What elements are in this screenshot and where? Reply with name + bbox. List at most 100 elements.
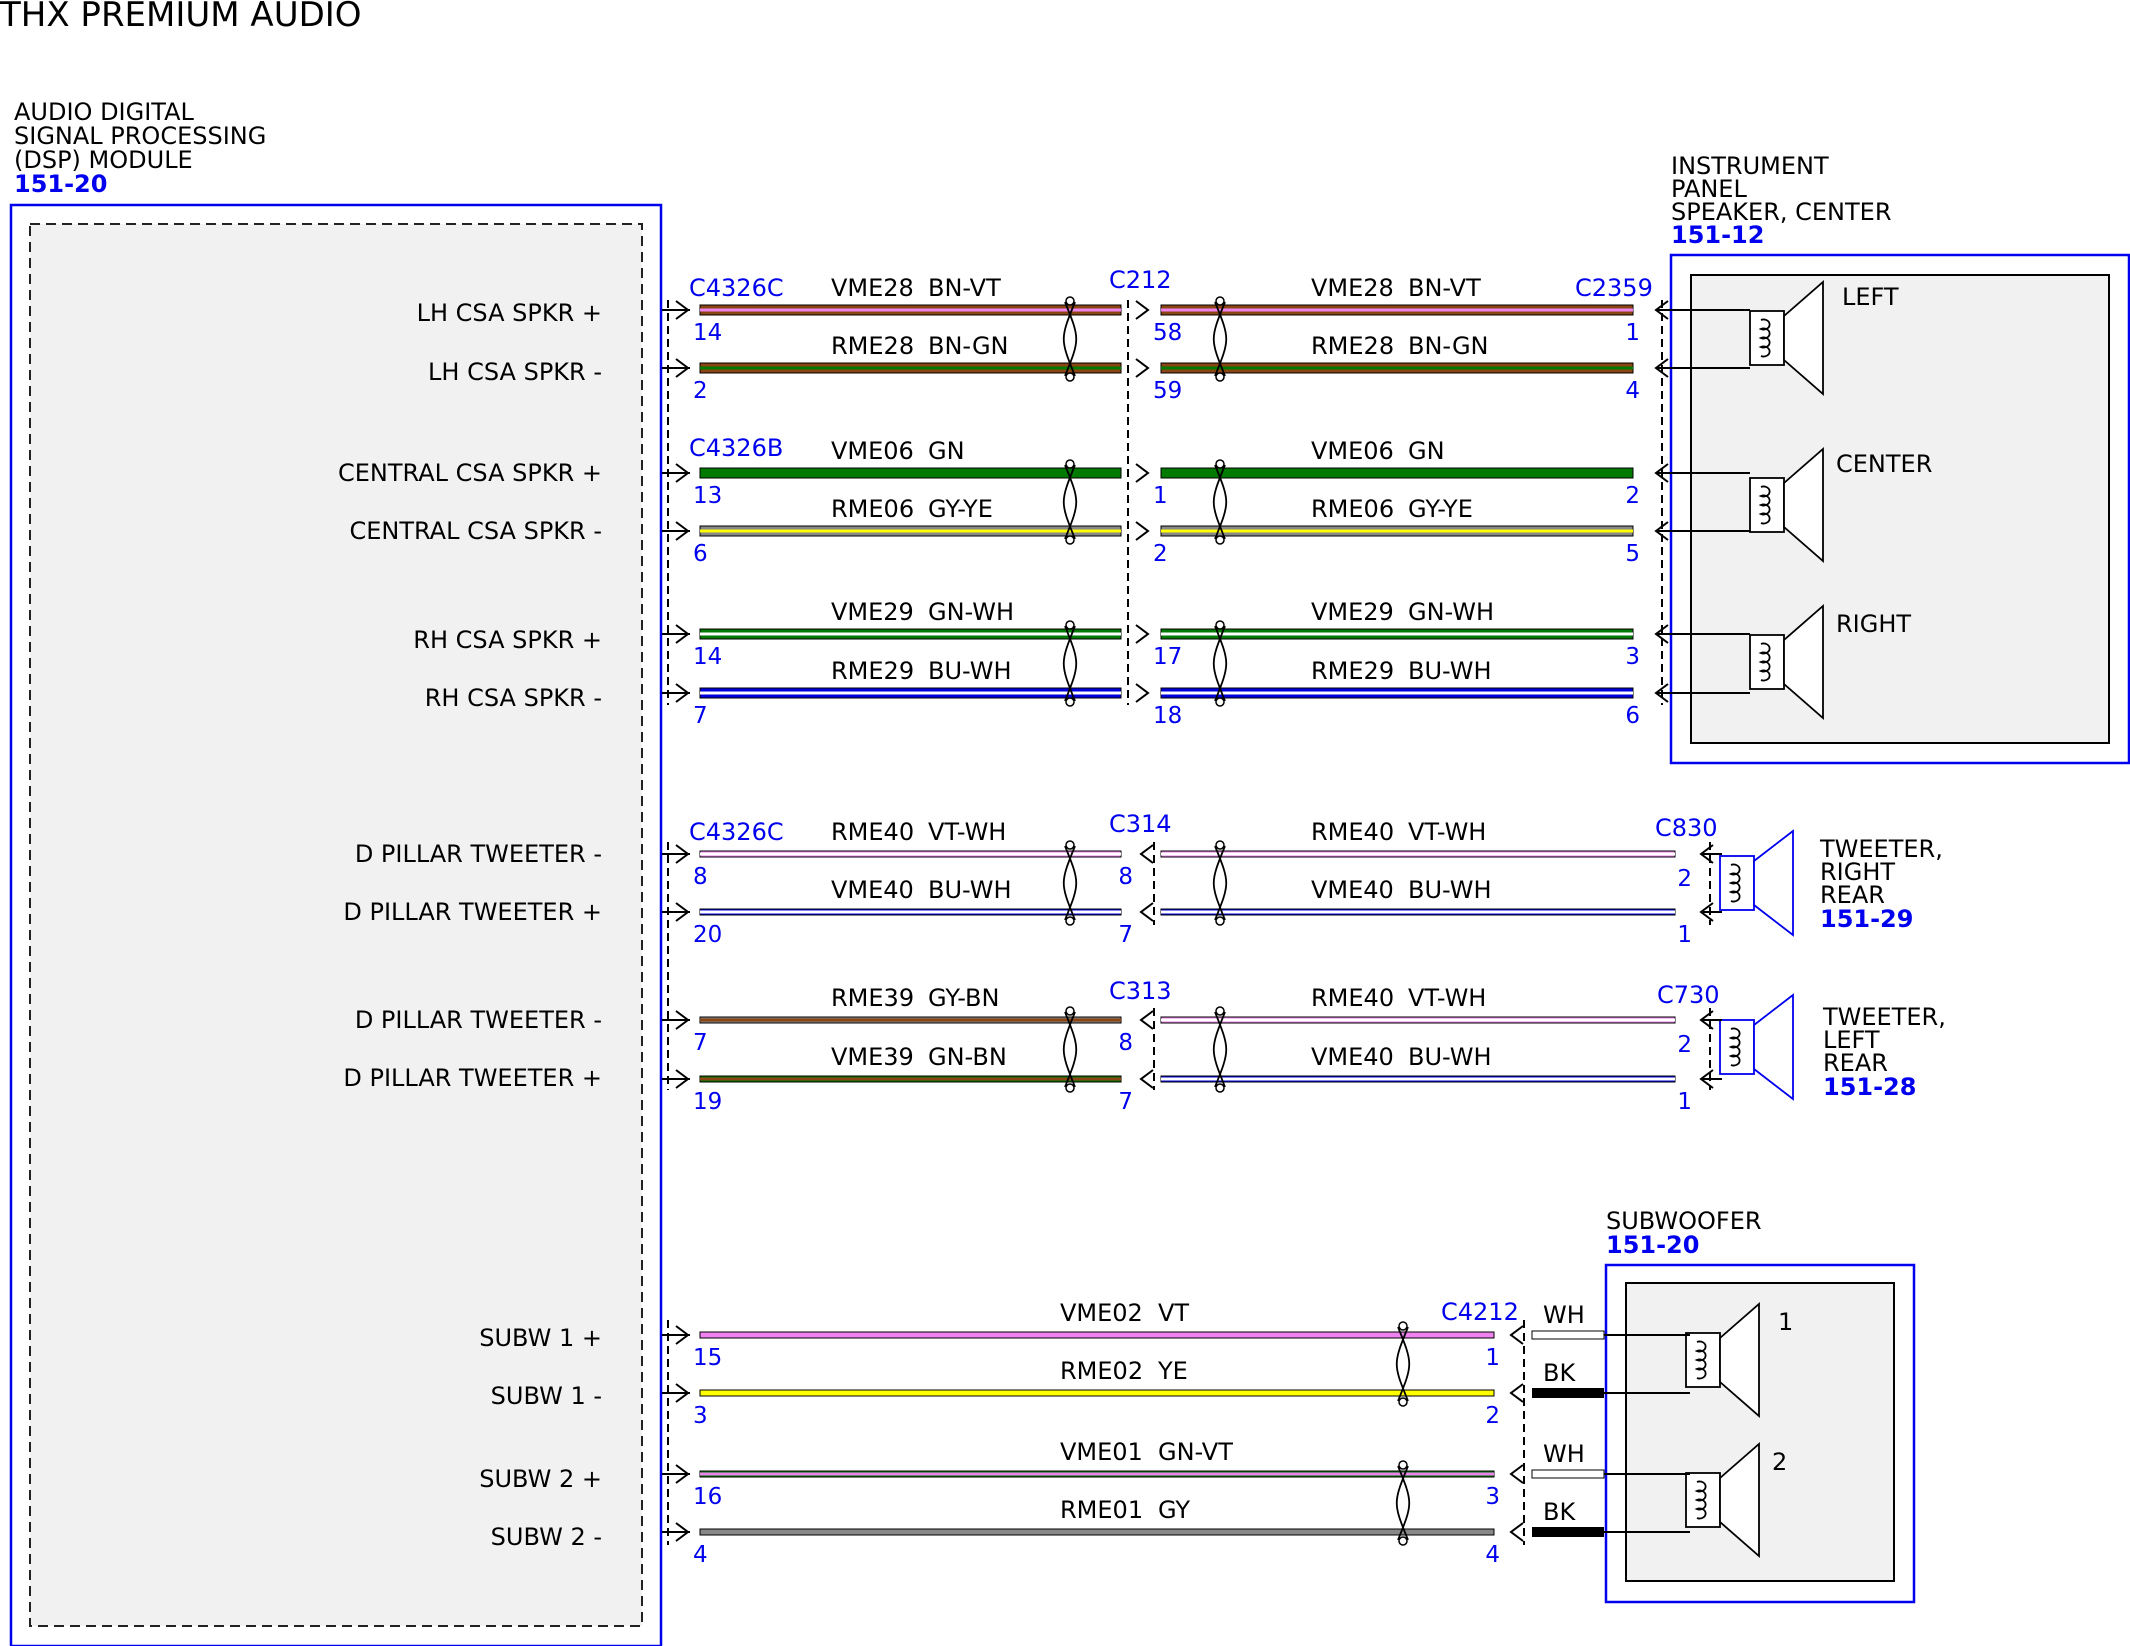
wire-9-circuit-b: RME40 (1311, 984, 1394, 1012)
wire-6-circuit-b: RME29 (1311, 657, 1394, 685)
connector-c314-label: C314 (1109, 810, 1172, 838)
wire-12-pin-b: 2 (1485, 1403, 1500, 1429)
wire-14-arrow-module (675, 1522, 690, 1542)
tweeter-left-line-2: LEFT (1823, 1026, 1880, 1054)
subwoofer: SUBWOOFER 151-20 1 2 (1604, 1207, 1916, 1604)
wire-11-pigtail (1531, 1330, 1605, 1340)
wire-1-arrow-module (675, 300, 690, 320)
dsp-pin-2-label: LH CSA SPKR - (428, 358, 602, 386)
dsp-module-inner (29, 223, 643, 1627)
wire-5-segment-a (699, 628, 1122, 640)
wire-5-arrow-module (675, 624, 690, 644)
twisted-pair-a-1 (1062, 296, 1078, 382)
tweeter-right-line-3: REAR (1820, 881, 1885, 909)
wire-8-pin-b: 7 (1118, 922, 1133, 948)
wire-5-color-a: GN-WH (928, 598, 1014, 626)
wire-8-circuit-a: VME40 (831, 876, 914, 904)
wire-1-color-b: BN-VT (1408, 274, 1481, 302)
wire-2-circuit-a: RME28 (831, 332, 914, 360)
wire-6-segment-a (699, 687, 1122, 699)
tweeter-right-icon (1719, 830, 1794, 936)
wire-12-pigtail-label: BK (1543, 1359, 1576, 1387)
wire-11-pin-b: 1 (1485, 1345, 1500, 1371)
wire-5-arrow-inline (1135, 624, 1150, 644)
wire-12-arrow-sub (1509, 1383, 1524, 1403)
wire-7-pin-c: 2 (1677, 866, 1692, 892)
wire-6-pin-a: 7 (693, 703, 708, 729)
wire-1-color-a: BN-VT (928, 274, 1001, 302)
wire-2-color-b: BN-GN (1408, 332, 1489, 360)
wire-9-pin-c: 2 (1677, 1032, 1692, 1058)
twisted-pair-b-3 (1212, 620, 1228, 707)
wire-6-color-b: BU-WH (1408, 657, 1492, 685)
wire-13-segment (699, 1470, 1495, 1478)
dsp-pin-4-label: CENTRAL CSA SPKR - (349, 517, 602, 545)
wire-4-segment-b (1160, 525, 1634, 537)
wire-14-color: GY (1158, 1496, 1190, 1524)
wire-10-circuit-b: VME40 (1311, 1043, 1394, 1071)
wire-3-circuit-a: VME06 (831, 437, 914, 465)
wire-10-segment-a (699, 1075, 1122, 1083)
wire-14-pin-b: 4 (1485, 1542, 1500, 1568)
wire-8-segment-b (1160, 908, 1676, 916)
wire-5-pin-c: 3 (1625, 644, 1640, 670)
twisted-pair-b-2 (1212, 459, 1228, 545)
wire-2-pin-b: 59 (1153, 378, 1182, 404)
wire-6-pin-c: 6 (1625, 703, 1640, 729)
wire-3-pin-a: 13 (693, 483, 722, 509)
dsp-pin-12-label: SUBW 1 - (491, 1382, 602, 1410)
wire-5-color-b: GN-WH (1408, 598, 1494, 626)
wire-9-segment-b (1160, 1016, 1676, 1024)
instrument-panel-speaker: INSTRUMENT PANEL SPEAKER, CENTER 151-12 … (1669, 152, 2130, 765)
tweeter-left-line-3: REAR (1823, 1049, 1888, 1077)
wire-1-circuit-b: VME28 (1311, 274, 1394, 302)
wire-11-arrow-module (675, 1325, 690, 1345)
wire-8-arrow-module (675, 902, 690, 922)
wire-11-pin-a: 15 (693, 1345, 722, 1371)
wire-1-pin-b: 58 (1153, 320, 1182, 346)
wire-9-arrow-module (675, 1010, 690, 1030)
subwoofer-inner (1625, 1282, 1895, 1582)
ip-ref: 151-12 (1671, 221, 1764, 249)
wire-2-pin-a: 2 (693, 378, 708, 404)
wire-3-circuit-b: VME06 (1311, 437, 1394, 465)
wire-1-circuit-a: VME28 (831, 274, 914, 302)
wire-14-pin-a: 4 (693, 1542, 708, 1568)
subwoofer-2-label: 2 (1772, 1448, 1787, 1476)
wire-14-pigtail-label: BK (1543, 1498, 1576, 1526)
dsp-title-line-2: SIGNAL PROCESSING (14, 122, 266, 150)
wire-6-segment-b (1160, 687, 1634, 699)
wire-2-color-a: BN-GN (928, 332, 1009, 360)
tweeter-left-icon (1719, 994, 1794, 1100)
wire-1-pin-c: 1 (1625, 320, 1640, 346)
wire-9-segment-a (699, 1016, 1122, 1024)
wire-10-pin-a: 19 (693, 1089, 722, 1115)
wire-5-pin-b: 17 (1153, 644, 1182, 670)
wire-9-pin-a: 7 (693, 1030, 708, 1056)
wire-11-arrow-sub (1509, 1325, 1524, 1345)
tweeter-left-line-1: TWEETER, (1822, 1003, 1946, 1031)
wire-2-arrow-inline (1135, 358, 1150, 378)
dsp-pin-7-label: D PILLAR TWEETER - (355, 840, 602, 868)
wire-6-arrow-module (675, 683, 690, 703)
twisted-pair-sub-2 (1395, 1460, 1411, 1546)
wire-8-pin-a: 20 (693, 922, 722, 948)
wire-4-arrow-module (675, 521, 690, 541)
wire-4-color-a: GY-YE (928, 495, 993, 523)
connector-c4326b-label: C4326B (689, 434, 783, 462)
wire-2-segment-b (1160, 362, 1634, 374)
tweeter-left-rear: TWEETER, LEFT REAR 151-28 (1719, 994, 1946, 1101)
wire-8-circuit-b: VME40 (1311, 876, 1394, 904)
wire-8-arrow-inline (1139, 902, 1154, 922)
wire-8-color-a: BU-WH (928, 876, 1012, 904)
wire-6-arrow-inline (1135, 683, 1150, 703)
wire-8-segment-a (699, 908, 1122, 916)
wire-9-color-a: GY-BN (928, 984, 999, 1012)
wire-1-pin-a: 14 (693, 320, 722, 346)
wire-8-pin-c: 1 (1677, 922, 1692, 948)
wire-7-pin-b: 8 (1118, 864, 1133, 890)
connector-c830-label: C830 (1655, 814, 1718, 842)
